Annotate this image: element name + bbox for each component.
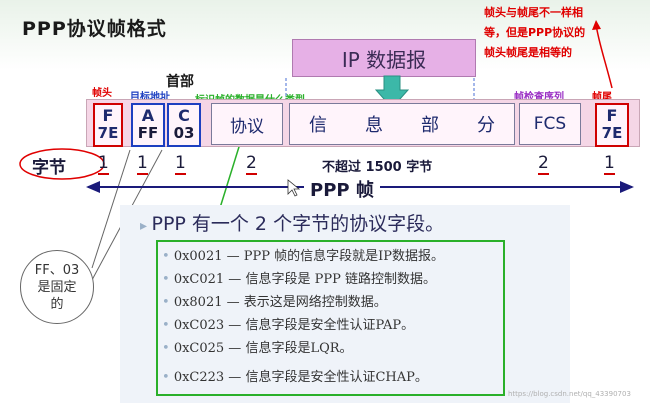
bubble-line-3: 的 [50, 296, 64, 312]
ppp-frame: F 7E A FF C 03 协议 信 息 部 分 FCS F 7E [86, 99, 640, 147]
ip-datagram-label: IP 数据报 [341, 47, 427, 72]
protocol-values-box [156, 240, 505, 396]
protocol-item-text: 0xC023 — 信息字段是安全性认证PAP。 [173, 318, 415, 333]
frame-tail-label: 帧尾 [592, 92, 612, 103]
field-control: C 03 [167, 103, 201, 147]
field-flag-end-letter: F [606, 106, 618, 125]
protocol-item: • 0xC223 — 信息字段是安全性认证CHAP。 [162, 366, 428, 385]
byte-count-info: 不超过 1500 字节 [322, 160, 433, 175]
field-flag-start-value: 7E [97, 124, 119, 142]
mouse-cursor-icon [287, 179, 301, 197]
byte-count-protocol: 2 [246, 153, 257, 175]
protocol-item: • 0xC023 — 信息字段是安全性认证PAP。 [162, 314, 414, 333]
item-bullet-icon: • [162, 341, 174, 356]
field-info-char-2: 息 [365, 115, 383, 136]
item-bullet-icon: • [162, 249, 174, 264]
item-bullet-icon: • [162, 318, 174, 333]
page-title: PPP协议帧格式 [22, 18, 167, 40]
field-flag-start-letter: F [102, 106, 114, 125]
field-protocol-label: 协议 [230, 116, 264, 137]
note-pointer-arrow [595, 23, 613, 89]
field-address-letter: A [141, 106, 155, 125]
bubble-pointer-1 [91, 149, 131, 269]
dest-address-label: 目标地址 [130, 92, 170, 103]
field-fcs-label: FCS [533, 114, 567, 134]
head-tail-note: 帧头与帧尾不一样相 等，但是PPP协议的 帧头帧尾是相等的 [484, 3, 585, 63]
protocol-item-text: 0xC223 — 信息字段是安全性认证CHAP。 [173, 370, 428, 385]
byte-count-flag-end: 1 [604, 153, 615, 175]
protocol-item-text: 0xC021 — 信息字段是 PPP 链路控制数据。 [173, 272, 436, 287]
field-flag-end: F 7E [595, 103, 629, 147]
watermark: https://blog.csdn.net/qq_43390703 [508, 390, 631, 398]
field-flag-end-value: 7E [601, 124, 623, 142]
field-address-value: FF [137, 124, 159, 142]
protocol-item-text: 0x8021 — 表示这是网络控制数据。 [173, 295, 387, 310]
protocol-heading-text: PPP 有一个 2 个字节的协议字段。 [151, 213, 445, 235]
byte-count-flag-start: 1 [98, 153, 109, 175]
field-protocol: 协议 [211, 103, 283, 145]
item-bullet-icon: • [162, 370, 174, 385]
protocol-item: • 0xC025 — 信息字段是LQR。 [162, 337, 353, 356]
field-control-value: 03 [173, 124, 195, 142]
protocol-item-text: 0x0021 — PPP 帧的信息字段就是IP数据报。 [173, 249, 445, 264]
field-info-char-4: 分 [477, 115, 495, 136]
protocol-item: • 0x8021 — 表示这是网络控制数据。 [162, 291, 387, 310]
note-line-3: 帧头帧尾是相等的 [484, 46, 572, 59]
bubble-line-1: FF、03 [34, 262, 80, 278]
note-line-1: 帧头与帧尾不一样相 [484, 6, 583, 19]
field-info-char-3: 部 [421, 115, 439, 136]
field-address: A FF [131, 103, 165, 147]
byte-label-circle [19, 148, 105, 180]
field-info: 信 息 部 分 [289, 103, 515, 145]
protocol-item: • 0xC021 — 信息字段是 PPP 链路控制数据。 [162, 268, 436, 287]
protocol-item: • 0x0021 — PPP 帧的信息字段就是IP数据报。 [162, 245, 444, 264]
note-line-2: 等，但是PPP协议的 [484, 26, 586, 39]
byte-label: 字节 [32, 158, 66, 178]
heading-bullet-icon: ▸ [140, 218, 152, 234]
byte-count-control: 1 [175, 153, 186, 175]
protocol-item-text: 0xC025 — 信息字段是LQR。 [173, 341, 353, 356]
header-label: 首部 [166, 74, 194, 90]
byte-count-address: 1 [137, 153, 148, 175]
field-flag-start: F 7E [93, 103, 123, 147]
bubble-line-2: 是固定 [37, 279, 77, 295]
fixed-values-bubble: FF、03 是固定 的 [20, 250, 94, 324]
ppp-frame-label: PPP 帧 [304, 176, 380, 202]
byte-count-fcs: 2 [538, 153, 549, 175]
protocol-panel [120, 205, 570, 403]
field-info-char-1: 信 [309, 115, 327, 136]
field-control-letter: C [178, 106, 190, 125]
checksum-seq-label: 帧检查序列 [514, 92, 564, 103]
field-fcs: FCS [519, 103, 581, 145]
frame-head-label: 帧头 [92, 88, 112, 99]
item-bullet-icon: • [162, 272, 174, 287]
item-bullet-icon: • [162, 295, 174, 310]
protocol-heading: ▸ PPP 有一个 2 个字节的协议字段。 [140, 209, 444, 236]
